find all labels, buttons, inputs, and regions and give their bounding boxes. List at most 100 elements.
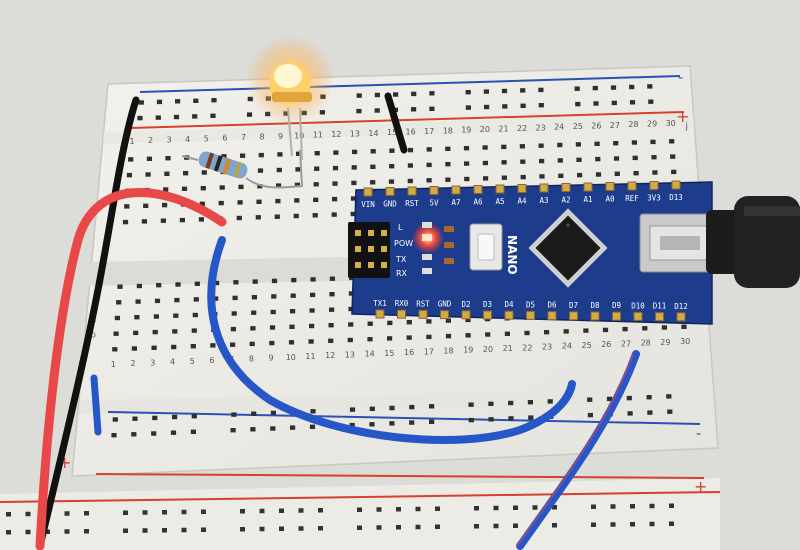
- breadboard-hole: [170, 430, 177, 435]
- breadboard-hole: [270, 309, 276, 315]
- breadboard-hole: [172, 329, 178, 334]
- breadboard-hole: [647, 410, 653, 415]
- breadboard-hole: [213, 296, 219, 301]
- row-letter: j: [685, 122, 689, 132]
- breadboard-hole: [563, 329, 569, 334]
- breadboard-hole: [552, 505, 557, 510]
- breadboard-hole: [310, 409, 316, 414]
- breadboard-hole: [389, 164, 395, 169]
- breadboard-hole: [133, 330, 139, 336]
- breadboard-hole: [520, 159, 526, 164]
- breadboard-hole: [309, 424, 316, 429]
- breadboard-hole: [602, 327, 609, 333]
- pin-label: 3V3: [647, 194, 661, 203]
- breadboard-hole: [352, 149, 358, 155]
- breadboard-hole: [508, 416, 514, 421]
- breadboard-hole: [221, 154, 227, 159]
- pin-label: A6: [473, 198, 483, 207]
- column-number: 6: [222, 134, 227, 143]
- column-number: 1: [111, 360, 116, 369]
- breadboard-hole: [357, 525, 362, 530]
- breadboard-hole: [257, 184, 263, 189]
- breadboard-hole: [230, 342, 236, 347]
- breadboard-hole: [308, 339, 314, 344]
- breadboard-hole: [314, 151, 320, 156]
- breadboard-hole: [574, 86, 580, 91]
- breadboard-hole: [163, 187, 169, 192]
- pin-label: D8: [590, 301, 600, 310]
- breadboard-hole: [485, 332, 491, 337]
- breadboard-hole: [606, 396, 613, 402]
- breadboard-hole: [112, 417, 118, 422]
- column-number: 25: [582, 341, 592, 350]
- breadboard-hole: [483, 176, 489, 181]
- breadboard-hole: [141, 219, 147, 224]
- breadboard-hole: [426, 162, 432, 168]
- column-number: 21: [503, 344, 513, 353]
- blue-jumper-left: [90, 374, 102, 436]
- breadboard-hole: [482, 145, 488, 150]
- breadboard-hole: [528, 415, 534, 420]
- breadboard-hole: [396, 507, 401, 512]
- column-number: 28: [641, 339, 651, 348]
- column-number: 22: [517, 124, 527, 133]
- breadboard-hole: [271, 294, 277, 299]
- pin-label: GND: [438, 300, 452, 309]
- breadboard-hole: [407, 178, 413, 184]
- breadboard-hole: [124, 204, 130, 209]
- usb-cable: [706, 196, 800, 288]
- breadboard-hole: [329, 307, 335, 312]
- pin-label: D10: [631, 301, 645, 310]
- breadboard-hole: [199, 201, 205, 206]
- led: [270, 62, 312, 104]
- breadboard-hole: [309, 323, 315, 329]
- pin-label: D7: [569, 301, 578, 310]
- pin-label: D5: [526, 300, 535, 309]
- breadboard-hole: [538, 143, 544, 148]
- breadboard-hole: [210, 343, 216, 348]
- pin-label: D11: [653, 302, 667, 311]
- breadboard-hole: [407, 147, 414, 153]
- column-number: 15: [384, 349, 394, 358]
- breadboard-hole: [502, 104, 508, 109]
- breadboard-hole: [142, 510, 148, 515]
- breadboard-hole: [152, 415, 158, 421]
- breadboard-hole: [123, 510, 128, 515]
- breadboard-hole: [501, 160, 507, 165]
- breadboard-hole: [172, 414, 178, 420]
- breadboard-hole: [396, 525, 401, 530]
- breadboard-hole: [595, 156, 601, 162]
- header-pin: [504, 310, 514, 320]
- breadboard-hole: [544, 330, 550, 335]
- breadboard-hole: [357, 507, 362, 512]
- header-pin: [526, 310, 535, 320]
- breadboard-hole: [173, 313, 179, 318]
- breadboard-hole: [277, 152, 283, 157]
- pin-label: D3: [483, 300, 492, 309]
- breadboard-hole: [240, 509, 245, 514]
- breadboard-hole: [201, 170, 207, 175]
- breadboard-hole: [181, 186, 188, 191]
- breadboard-hole: [251, 411, 257, 416]
- breadboard-hole: [651, 155, 657, 160]
- breadboard-hole: [232, 295, 238, 301]
- column-number: 23: [542, 343, 552, 352]
- breadboard-hole: [291, 277, 297, 283]
- breadboard-hole: [313, 182, 319, 187]
- breadboard-hole: [426, 178, 432, 183]
- breadboard-hole: [626, 395, 632, 401]
- breadboard-hole: [154, 298, 161, 304]
- column-number: 2: [148, 136, 153, 145]
- breadboard-hole: [193, 297, 199, 302]
- breadboard-hole: [445, 333, 452, 339]
- breadboard-hole: [160, 218, 166, 223]
- breadboard-hole: [319, 110, 325, 115]
- breadboard-hole: [474, 524, 479, 529]
- led-label-pow: POW: [394, 239, 413, 248]
- breadboard-hole: [415, 506, 421, 512]
- breadboard-hole: [493, 505, 499, 511]
- breadboard-hole: [293, 213, 299, 219]
- breadboard-hole: [389, 148, 395, 153]
- breadboard-hole: [145, 172, 151, 177]
